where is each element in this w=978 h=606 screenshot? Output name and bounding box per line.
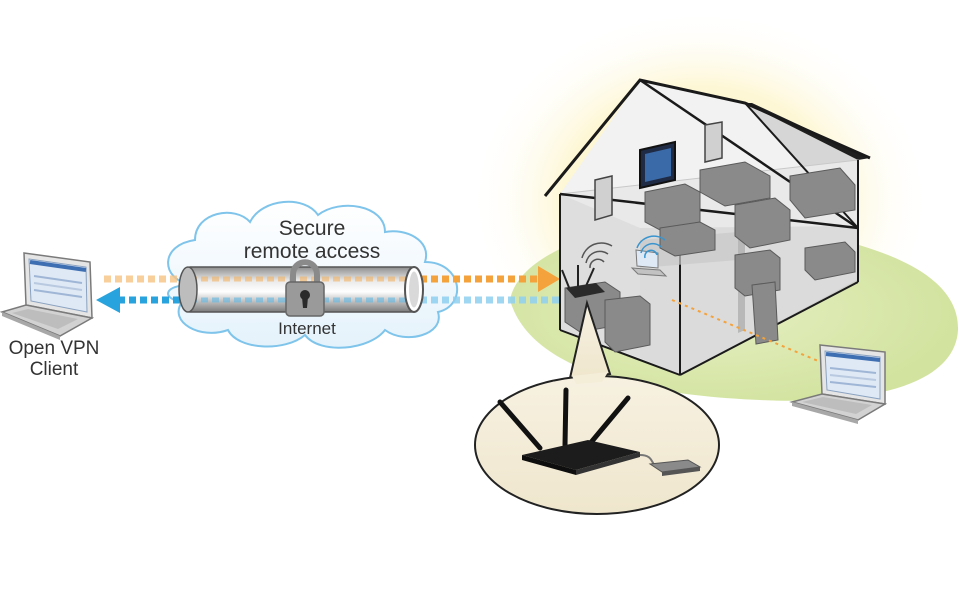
wifi-icon <box>581 242 613 269</box>
secure-remote-access-label: Secure remote access <box>222 217 402 263</box>
client-label-line2: Client <box>29 358 79 380</box>
laptop-icon <box>789 344 888 424</box>
secure-label-line1: Secure <box>278 217 346 240</box>
padlock-icon <box>285 259 325 317</box>
internet-label: Internet <box>278 319 336 338</box>
open-vpn-client-label: Open VPN Client <box>0 338 108 380</box>
secure-label-line2: remote access <box>243 239 381 263</box>
client-label-line1: Open VPN <box>8 338 100 359</box>
outgoing-arrow <box>104 266 560 292</box>
furniture <box>564 161 856 353</box>
wifi-icon <box>636 235 666 259</box>
router-icon <box>497 387 702 476</box>
incoming-arrow <box>96 287 560 313</box>
house-icon <box>543 78 871 376</box>
laptop-icon <box>0 252 95 340</box>
router-icon <box>561 265 605 298</box>
lan-link <box>671 299 836 369</box>
